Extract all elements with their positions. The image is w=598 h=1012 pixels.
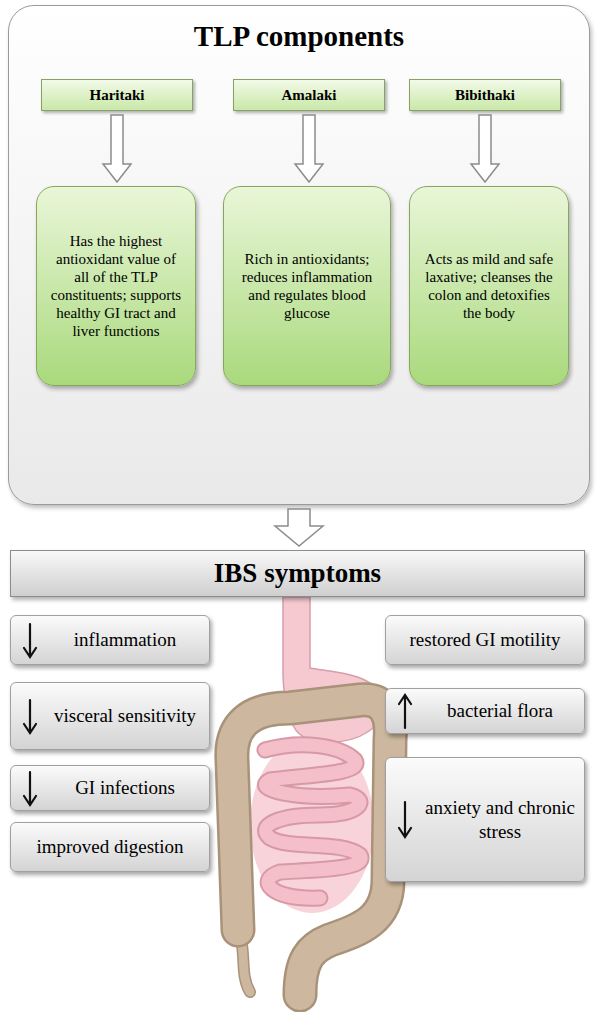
section-title: IBS symptoms [214,558,381,589]
section-band: IBS symptoms [10,550,585,597]
symptom-box: anxiety and chronic stress [385,757,585,882]
symptom-box: inflammation [10,615,210,665]
description-text: Acts as mild and safe laxative; cleanses… [422,250,556,322]
small-intestine [265,745,361,898]
panel-container: TLP componentsHaritaki Amalaki BibithakiHa… [8,5,590,505]
component-description: Acts as mild and safe laxative; cleanses… [409,186,569,386]
symptom-text: improved digestion [36,835,183,859]
intestine-area [250,737,374,913]
small-intestine-outline [265,745,361,898]
symptom-box: bacterial flora [385,688,585,734]
symptom-text: bacterial flora [447,699,553,723]
colon [232,700,390,995]
symptom-text: visceral sensitivity [54,704,196,728]
component-name: Bibithaki [455,87,515,104]
symptom-text: restored GI motility [410,628,561,652]
component-header: Bibithaki [409,79,561,111]
symptom-text: inflammation [74,628,176,652]
symptom-box: restored GI motility [385,615,585,665]
component-header: Haritaki [41,79,193,111]
symptom-text: anxiety and chronic stress [422,796,578,844]
symptom-box: improved digestion [10,822,210,872]
description-text: Has the highest antioxidant value of all… [49,232,183,340]
block-arrow [275,509,323,546]
description-text: Rich in antioxidants; reduces inflammati… [236,250,378,322]
panel-title: TLP components [9,20,589,53]
symptom-text: GI infections [75,776,175,800]
colon-outline [232,700,390,995]
component-header: Amalaki [233,79,385,111]
component-name: Amalaki [281,87,336,104]
component-description: Has the highest antioxidant value of all… [36,186,196,386]
component-name: Haritaki [90,87,145,104]
symptom-box: GI infections [10,765,210,811]
component-description: Rich in antioxidants; reduces inflammati… [223,186,391,386]
symptom-box: visceral sensitivity [10,682,210,750]
